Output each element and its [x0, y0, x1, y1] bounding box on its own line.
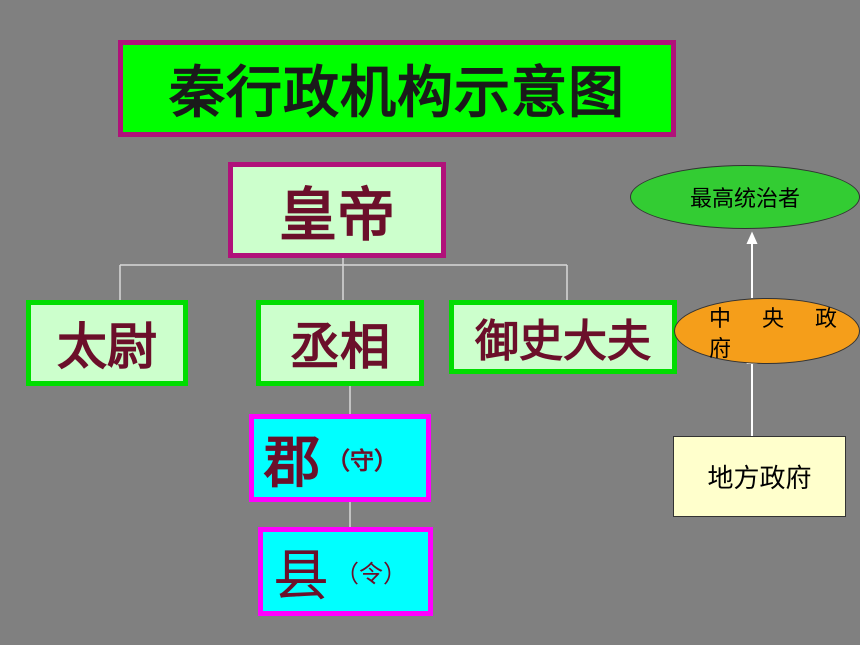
xian-label: 县: [273, 544, 329, 609]
arrow-central-to-supreme-head: [746, 231, 758, 244]
supreme-ruler-ellipse: 最高统治者: [630, 165, 860, 229]
chengxiang-box: 丞相: [256, 300, 424, 386]
emperor-box: 皇帝: [228, 162, 446, 258]
jun-label: 郡: [264, 430, 320, 496]
xian-official-label: （令）: [335, 560, 407, 588]
jun-box: 郡 （守）: [249, 414, 431, 502]
yushi-dafu-box: 御史大夫: [449, 300, 677, 374]
local-government-box: 地方政府: [673, 436, 846, 517]
taiwei-box: 太尉: [26, 300, 188, 386]
xian-box: 县 （令）: [258, 527, 433, 616]
diagram-title: 秦行政机构示意图: [118, 40, 676, 137]
jun-official-label: （守）: [326, 446, 398, 475]
central-government-ellipse: 中 央 政 府: [674, 298, 860, 364]
